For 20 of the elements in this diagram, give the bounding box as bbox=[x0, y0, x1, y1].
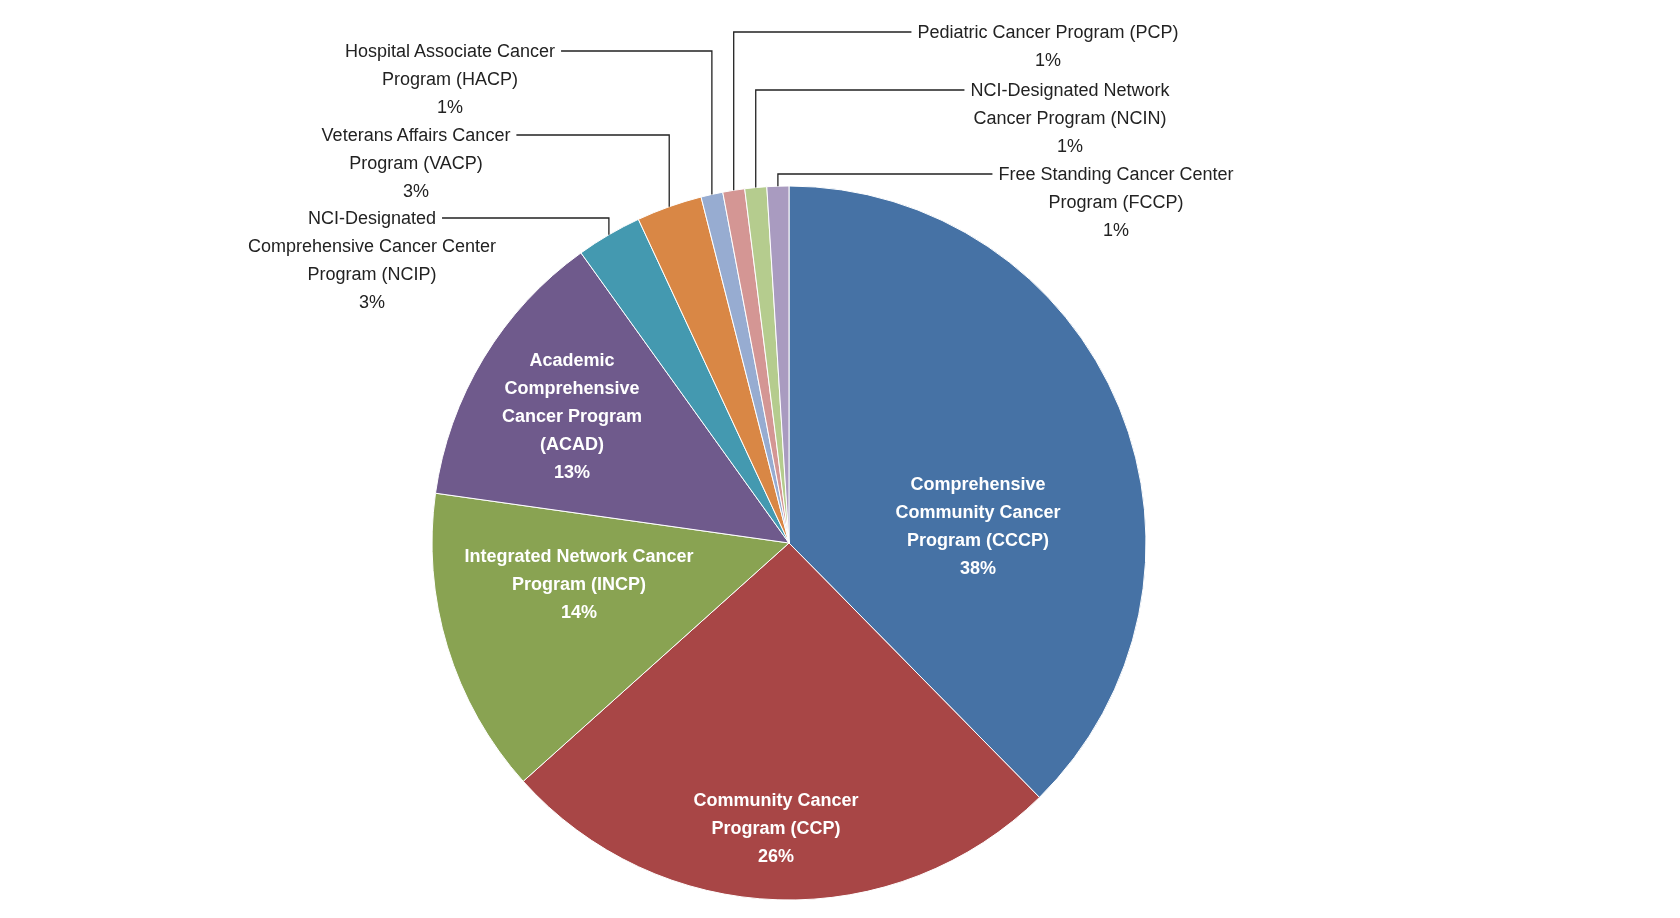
category-label: Pediatric Cancer Program (PCP) bbox=[916, 21, 1180, 44]
percent-label: 38% bbox=[959, 557, 997, 580]
percent-label: 1% bbox=[1056, 135, 1084, 158]
percent-label: 1% bbox=[436, 96, 464, 119]
percent-label: 1% bbox=[1102, 219, 1130, 242]
percent-label: 3% bbox=[402, 180, 430, 203]
category-label: Hospital Associate Cancer Program (HACP) bbox=[343, 40, 557, 91]
category-label: Integrated Network Cancer Program (INCP) bbox=[463, 545, 695, 596]
percent-label: 26% bbox=[757, 845, 795, 868]
category-label: Community Cancer Program (CCP) bbox=[692, 789, 860, 840]
category-label: Veterans Affairs Cancer Program (VACP) bbox=[320, 124, 512, 175]
category-label: NCI-Designated Comprehensive Cancer Center Program (NCIP) bbox=[247, 207, 497, 286]
percent-label: 13% bbox=[553, 461, 591, 484]
percent-label: 1% bbox=[1034, 49, 1062, 72]
category-label: Free Standing Cancer Center Program (FCCP) bbox=[997, 163, 1235, 214]
category-label: Comprehensive Community Cancer Program (CCCP) bbox=[894, 473, 1062, 552]
category-label: Academic Comprehensive Cancer Program (ACAD) bbox=[500, 349, 644, 456]
category-label: NCI-Designated Network Cancer Program (NCIN) bbox=[969, 79, 1171, 130]
percent-label: 3% bbox=[358, 291, 386, 314]
percent-label: 14% bbox=[560, 601, 598, 624]
